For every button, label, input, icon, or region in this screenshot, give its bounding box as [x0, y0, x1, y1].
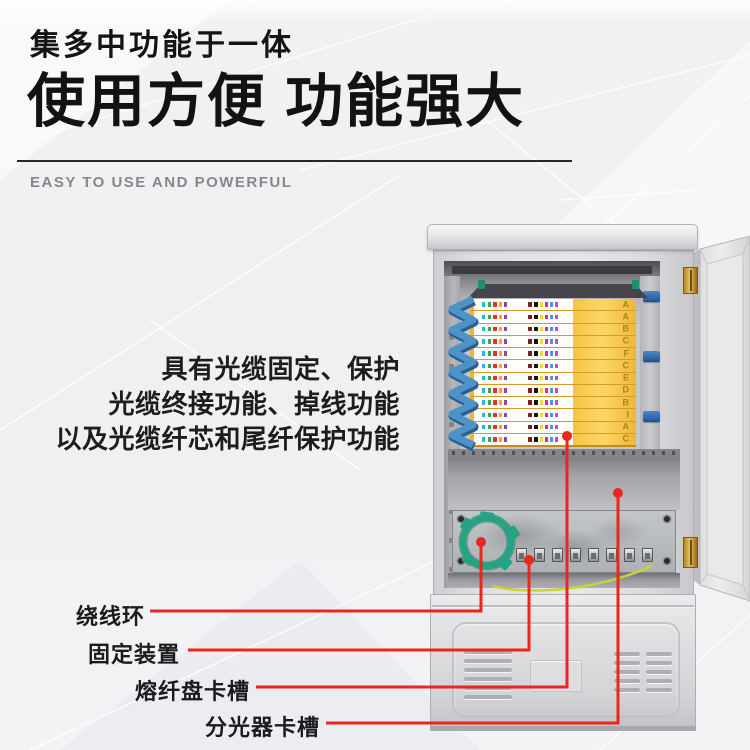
door-hinge-icon — [683, 267, 698, 294]
cabinet-roof — [427, 224, 698, 250]
splice-tray: F — [470, 348, 636, 361]
ground-wire-icon — [491, 564, 653, 592]
interior-top-bar — [452, 266, 652, 274]
vent-louver — [646, 652, 672, 656]
tray-cover — [468, 284, 648, 298]
vent-louver — [464, 686, 512, 690]
vent-louver — [464, 677, 512, 681]
splice-tray: C — [470, 335, 636, 348]
callout-label-fixing-device: 固定装置 — [87, 642, 180, 667]
vent-louver — [646, 679, 672, 683]
open-door — [694, 235, 750, 602]
vent-louver — [646, 670, 672, 674]
vent-louver — [646, 688, 672, 692]
vent-louver — [464, 650, 512, 654]
cable-fixing-clip — [642, 548, 653, 562]
callout-label-splice-tray-slot: 熔纤盘卡槽 — [134, 679, 250, 704]
splice-tray: A — [470, 299, 636, 312]
vent-louver — [646, 661, 672, 665]
callout-label-winding-ring: 绕线环 — [75, 604, 145, 629]
base-nameplate — [530, 660, 582, 692]
divider-line — [17, 160, 572, 162]
winding-ring-icon — [458, 511, 520, 571]
feature-line-1: 具有光缆固定、保护 — [161, 354, 400, 384]
vent-louver — [614, 661, 640, 665]
vent-louver — [464, 668, 512, 672]
feature-line-2: 光缆终接功能、掉线功能 — [108, 389, 400, 419]
splice-tray: I — [470, 409, 636, 422]
base-bottom-edge — [430, 726, 696, 731]
vent-louver — [464, 695, 512, 699]
splice-tray: E — [470, 372, 636, 385]
blue-latch — [643, 411, 660, 422]
door-hinge-icon — [683, 537, 698, 568]
subtitle-english: EASY TO USE AND POWERFUL — [30, 174, 293, 191]
green-clip-icon — [478, 280, 485, 289]
blue-latch — [643, 291, 660, 302]
tagline: 集多中功能于一体 — [30, 29, 294, 62]
vent-louver — [464, 659, 512, 663]
splice-tray: B — [470, 397, 636, 410]
blue-cable-comb-icon — [448, 295, 479, 452]
splice-tray: D — [470, 384, 636, 397]
callout-label-splitter-slot: 分光器卡槽 — [204, 715, 320, 740]
splice-tray: A — [470, 421, 636, 434]
vent-louver — [614, 679, 640, 683]
green-clip-icon — [632, 280, 639, 289]
splice-tray: B — [470, 323, 636, 336]
vent-louver — [614, 688, 640, 692]
splice-tray: C — [470, 360, 636, 373]
blue-latch — [643, 351, 660, 362]
page-title: 使用方便 功能强大 — [27, 69, 526, 134]
vent-louver — [614, 652, 640, 656]
screw — [664, 558, 670, 564]
screw — [664, 516, 670, 522]
vent-louver — [614, 670, 640, 674]
cable-fixing-clip — [624, 548, 635, 562]
splice-tray: A — [470, 311, 636, 324]
